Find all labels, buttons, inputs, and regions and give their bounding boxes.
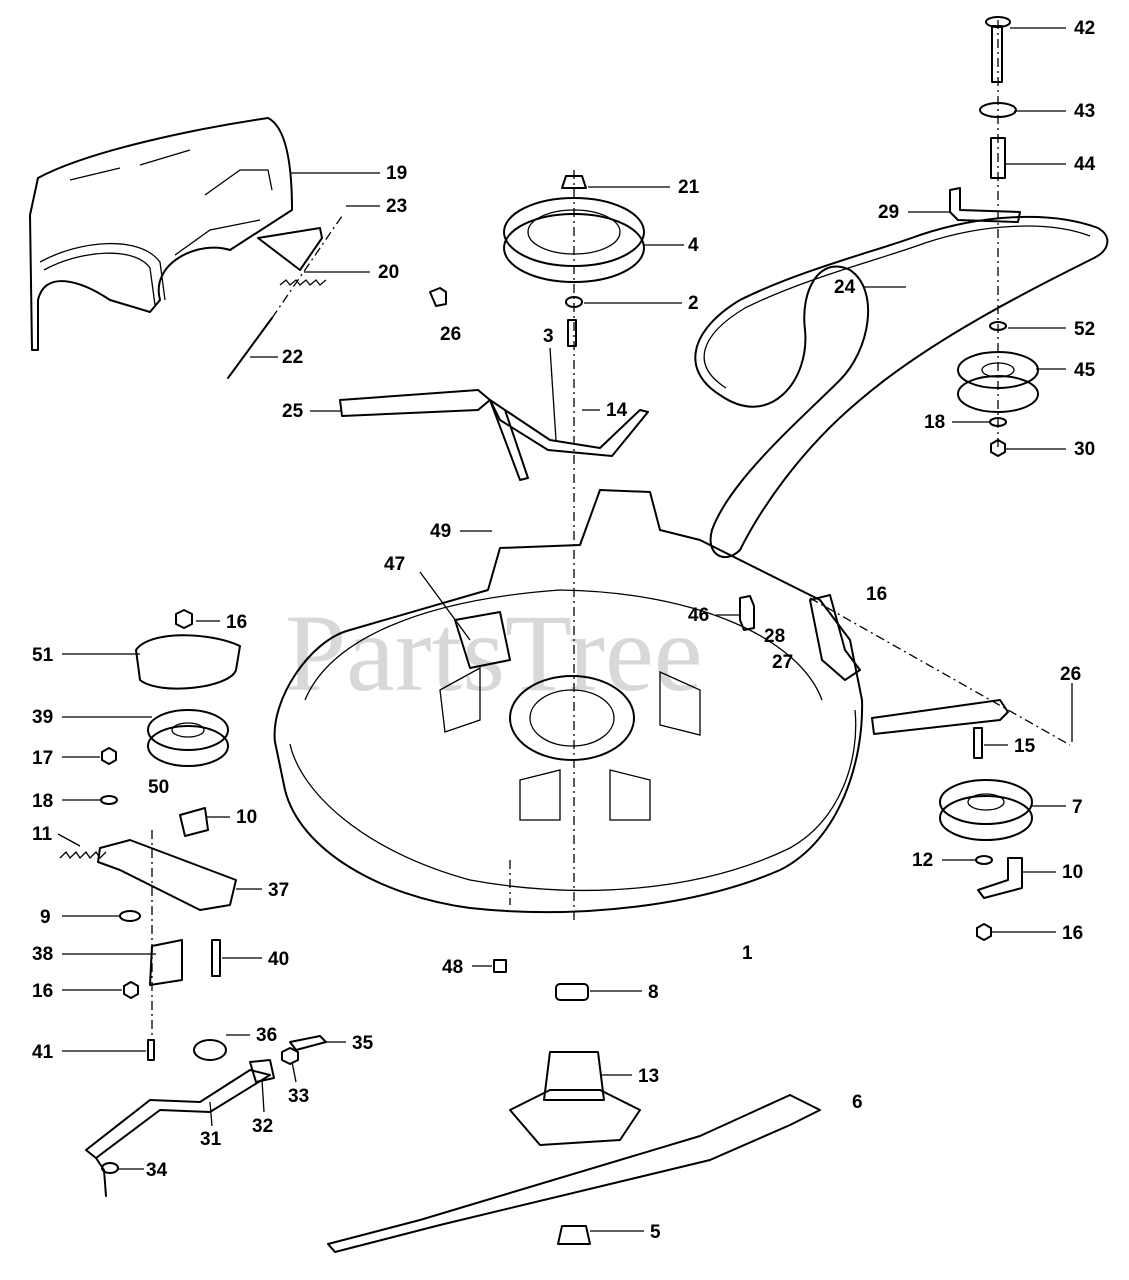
bearing-part [555, 983, 589, 1001]
callout-29: 29 [878, 202, 899, 223]
callout-35: 35 [352, 1033, 374, 1054]
callout-26: 26 [440, 324, 461, 345]
callout-49: 49 [430, 521, 451, 542]
callout-41: 41 [32, 1042, 54, 1063]
bolt-part [973, 727, 983, 759]
bracket-part [149, 939, 183, 986]
idler-arm-part [97, 839, 237, 911]
callout-40: 40 [268, 949, 289, 970]
bolt-part [147, 1039, 155, 1061]
callout-39: 39 [32, 707, 53, 728]
callout-18: 18 [924, 412, 945, 433]
callout-16: 16 [866, 584, 887, 605]
callout-12: 12 [912, 850, 933, 871]
nut-part [101, 747, 117, 765]
callout-19: 19 [386, 163, 407, 184]
nut-part [976, 923, 992, 941]
callout-15: 15 [1014, 736, 1036, 757]
callout-44: 44 [1074, 154, 1096, 175]
cover-plate-part [135, 634, 241, 690]
callout-38: 38 [32, 944, 53, 965]
callout-17: 17 [32, 748, 53, 769]
callout-23: 23 [386, 196, 407, 217]
callout-7: 7 [1072, 797, 1083, 818]
callout-10: 10 [236, 807, 257, 828]
washer-part [100, 795, 118, 805]
mower-deck-part [273, 489, 864, 914]
bolt-part [493, 959, 507, 973]
callout-14: 14 [606, 400, 628, 421]
callout-21: 21 [678, 177, 700, 198]
callout-9: 9 [40, 907, 51, 928]
callout-45: 45 [1074, 360, 1096, 381]
bracket-part [179, 807, 209, 837]
callout-2: 2 [688, 293, 699, 314]
rod-part [227, 215, 343, 379]
callout-10: 10 [1062, 862, 1083, 883]
callout-25: 25 [282, 401, 304, 422]
callout-16: 16 [1062, 923, 1083, 944]
bolt-part [557, 1225, 591, 1245]
callout-50: 50 [148, 777, 169, 798]
callout-31: 31 [200, 1129, 222, 1150]
callout-37: 37 [268, 880, 289, 901]
washer-part [975, 855, 993, 865]
callout-11: 11 [32, 824, 53, 845]
callout-47: 47 [384, 554, 405, 575]
nut-part [175, 609, 193, 629]
spring-part [257, 227, 327, 286]
idler-pulley-part [147, 709, 229, 767]
callout-34: 34 [146, 1160, 168, 1181]
bracket-part [977, 857, 1023, 899]
callout-3: 3 [543, 326, 554, 347]
lift-rod-part [85, 1035, 327, 1197]
blade-part [327, 1094, 821, 1253]
callout-5: 5 [650, 1222, 661, 1243]
callout-16: 16 [226, 612, 247, 633]
callout-36: 36 [256, 1025, 277, 1046]
callout-33: 33 [288, 1086, 309, 1107]
callout-20: 20 [378, 262, 399, 283]
callout-27: 27 [772, 652, 793, 673]
callout-22: 22 [282, 347, 303, 368]
callouts-layer: 42 43 44 19 23 20 22 21 4 2 29 24 26 3 5… [32, 18, 1096, 1243]
callout-42: 42 [1074, 18, 1095, 39]
spindle-part [509, 1051, 641, 1146]
belt-cover-part [29, 117, 293, 351]
belt-part [694, 215, 1109, 559]
nut-part [123, 981, 139, 999]
callout-28: 28 [764, 626, 785, 647]
callout-30: 30 [1074, 439, 1095, 460]
drive-stack-part [957, 16, 1039, 457]
callout-13: 13 [638, 1066, 659, 1087]
idler-arm-part [339, 287, 649, 481]
washer-part [119, 910, 141, 922]
callout-4: 4 [688, 235, 699, 256]
callout-43: 43 [1074, 101, 1095, 122]
callout-16: 16 [32, 981, 53, 1002]
callout-8: 8 [648, 982, 659, 1003]
callout-32: 32 [252, 1116, 273, 1137]
callout-26: 26 [1060, 664, 1081, 685]
idler-pulley-part [939, 779, 1033, 841]
callout-52: 52 [1074, 319, 1095, 340]
callout-51: 51 [32, 645, 54, 666]
callout-18: 18 [32, 791, 53, 812]
watermark-text: PartsTree [285, 592, 703, 714]
callout-48: 48 [442, 957, 463, 978]
callout-46: 46 [688, 605, 709, 626]
bracket-part [871, 699, 1009, 735]
callout-24: 24 [834, 277, 856, 298]
callout-1: 1 [742, 943, 753, 964]
callout-6: 6 [852, 1092, 863, 1113]
bolt-part [211, 939, 221, 977]
